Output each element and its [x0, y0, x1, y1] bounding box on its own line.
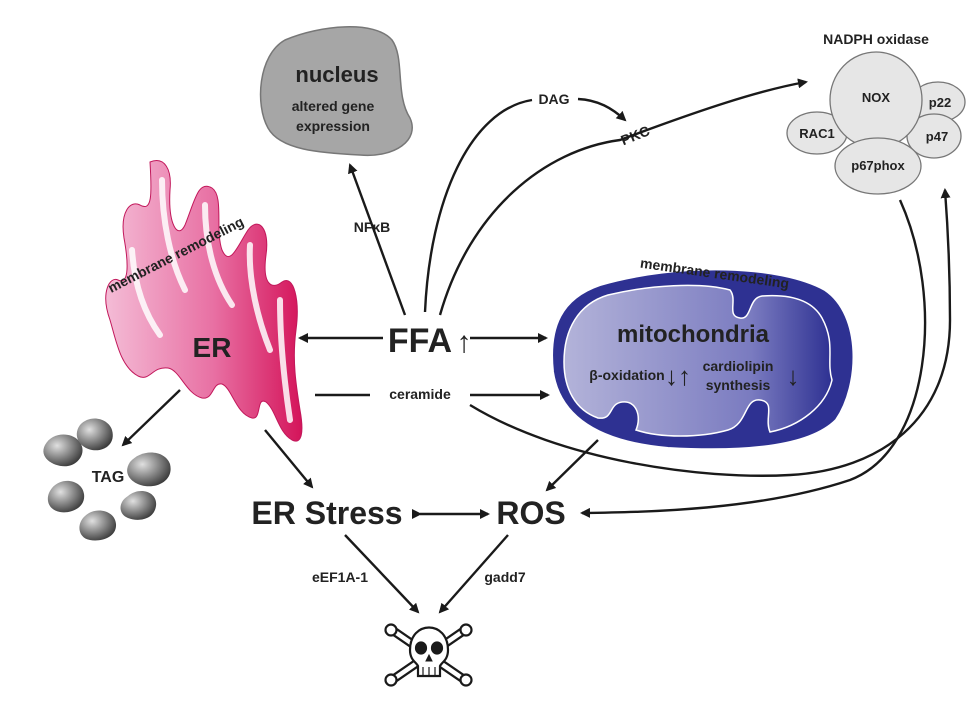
- dag-label: DAG: [538, 91, 569, 107]
- arrow-er-to-tag: [121, 389, 181, 447]
- er-label: ER: [193, 332, 232, 363]
- p22-label: p22: [929, 95, 951, 110]
- nucleus-line1: altered gene: [292, 98, 375, 114]
- p67phox-label: p67phox: [851, 158, 905, 173]
- arrow-er-stress-to-death: [344, 534, 420, 614]
- nadph-oxidase-complex: NADPH oxidase NOX p22 RAC1 p47 p67phox: [786, 31, 966, 195]
- er-shape: [105, 160, 303, 442]
- arrow-ros-to-death: [438, 534, 509, 614]
- cardiolipin-label: cardiolipin: [703, 358, 774, 374]
- arrow-mito-to-ros: [545, 439, 599, 492]
- gadd7-label: gadd7: [484, 569, 525, 585]
- nucleus-title: nucleus: [295, 62, 378, 87]
- tag-blob: [79, 510, 117, 541]
- nadph-title: NADPH oxidase: [823, 31, 929, 47]
- tag-blob: [43, 434, 83, 467]
- p67phox-subunit: [834, 137, 922, 195]
- mitochondrion: mitochondria membrane remodeling β-oxida…: [551, 255, 855, 451]
- endoplasmic-reticulum: ER membrane remodeling: [105, 160, 303, 442]
- arrow-ffa-to-nadph: [438, 78, 808, 316]
- synthesis-label: synthesis: [706, 377, 771, 393]
- p47-label: p47: [926, 129, 948, 144]
- tag-blob: [76, 418, 113, 451]
- tag-label: TAG: [92, 469, 125, 486]
- er-folds: [129, 177, 293, 423]
- ffa-label: FFA: [388, 322, 452, 360]
- cardiolipin-arrow: ↓: [787, 361, 800, 391]
- arrow-nadph-to-ros: [580, 199, 927, 518]
- tag-droplets: TAG: [43, 418, 171, 541]
- tag-blob: [47, 480, 85, 513]
- nucleus: nucleus altered gene expression: [259, 26, 413, 157]
- tag-blob: [120, 491, 157, 520]
- beta-oxidation-arrows: ↓↑: [665, 361, 691, 391]
- beta-oxidation-label: β-oxidation: [589, 367, 664, 383]
- nucleus-shape: [259, 26, 413, 157]
- tag-blob: [127, 452, 171, 487]
- rac1-label: RAC1: [799, 126, 834, 141]
- skull-crossbones-icon: [384, 623, 473, 687]
- eef1a1-label: eEF1A-1: [312, 569, 368, 585]
- ros-label: ROS: [496, 495, 565, 531]
- ceramide-label: ceramide: [389, 386, 451, 402]
- arrow-dag-to-pkc: [577, 97, 627, 122]
- ffa-increase-arrow: ↑: [457, 326, 472, 359]
- nucleus-line2: expression: [296, 118, 370, 134]
- arrow-ffa-to-nadph-loop: [469, 188, 952, 477]
- mito-inner-membrane: [563, 284, 833, 437]
- arrow-er-to-er-stress: [264, 429, 314, 489]
- er-stress-label: ER Stress: [251, 495, 402, 531]
- arrow-ffa-to-dag: [423, 98, 533, 313]
- arrow-ffa-to-nucleus: [348, 163, 407, 316]
- nox-label: NOX: [862, 90, 891, 105]
- mito-title: mitochondria: [617, 321, 770, 348]
- pathway-arrows: [121, 78, 952, 614]
